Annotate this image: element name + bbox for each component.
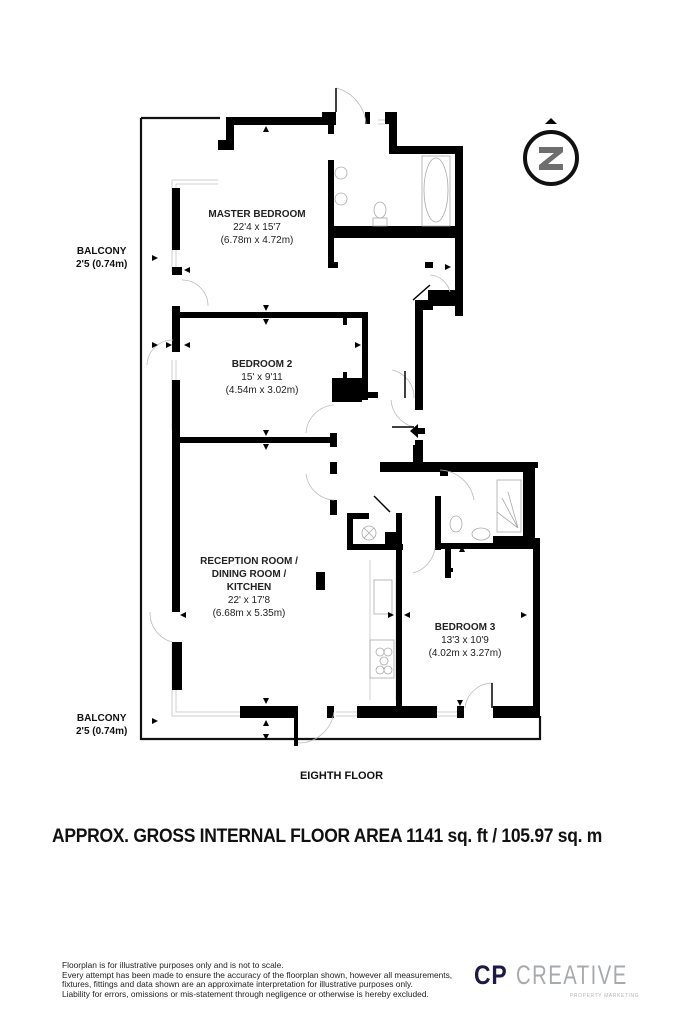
balcony-label-upper: BALCONY 2'5 (0.74m) [74,244,130,272]
room-dimensions-imperial: 15' x 9'11 [241,372,283,383]
entrance-arrow-icon [410,424,425,438]
room-dimensions-metric: (6.78m x 4.72m) [220,235,294,246]
room-name-line: DINING ROOM / [211,569,287,580]
room-dimensions-metric: (6.68m x 5.35m) [212,608,286,619]
room-name-line: RECEPTION ROOM / [200,556,298,567]
balcony-name: BALCONY [76,246,127,257]
room-dimensions-metric: (4.02m x 3.27m) [428,648,502,659]
floor-name: EIGHTH FLOOR [299,770,384,782]
door-swings [146,87,494,744]
logo-primary: CP [474,960,508,990]
disclaimer-line: Floorplan is for illustrative purposes o… [62,960,284,970]
logo-secondary: CREATIVE [516,960,628,990]
room-name-line: KITCHEN [226,582,272,593]
basin-icon [471,527,491,541]
fixtures [334,155,522,679]
balcony-outline [139,116,542,741]
bathtub-icon [423,157,449,223]
disclaimer: Floorplan is for illustrative purposes o… [62,960,482,999]
room-label-bedroom-2: BEDROOM 2 15' x 9'11 (4.54m x 3.02m) [226,358,299,397]
room-label-bedroom-3: BEDROOM 3 13'3 x 10'9 (4.02m x 3.27m) [429,621,502,660]
disclaimer-line: fixtures, fittings and data shown are an… [62,979,413,990]
balcony-name: BALCONY [76,713,127,724]
room-dimensions-imperial: 22'4 x 15'7 [233,222,281,233]
floor-plan-drawing [139,87,542,746]
disclaimer-line: Every attempt has been made to ensure th… [62,969,453,980]
column [316,572,325,590]
room-name: BEDROOM 2 [231,359,293,370]
balcony-label-lower: BALCONY 2'5 (0.74m) [74,711,130,739]
balcony-dimensions: 2'5 (0.74m) [76,259,128,270]
room-name: MASTER BEDROOM [208,209,306,220]
boiler-icon [361,525,377,541]
balcony-dimensions: 2'5 (0.74m) [76,726,128,737]
walls [172,112,540,746]
gross-internal-area: APPROX. GROSS INTERNAL FLOOR AREA 1141 s… [52,826,603,847]
sink-icon [373,579,393,615]
cp-creative-logo: CP CREATIVE PROPERTY MARKETING [474,960,644,1005]
dimension-markers [152,126,527,740]
basin-icon [334,192,348,206]
toilet-icon [373,201,387,219]
room-dimensions-imperial: 13'3 x 10'9 [441,635,489,646]
room-dimensions-imperial: 22' x 17'8 [227,595,271,606]
basin-icon [334,166,348,180]
north-compass-icon [523,118,579,186]
room-dimensions-metric: (4.54m x 3.02m) [225,385,299,396]
hob-icon [375,647,393,675]
room-label-reception: RECEPTION ROOM / DINING ROOM / KITCHEN 2… [200,555,298,620]
toilet-icon [449,515,463,533]
logo-tagline: PROPERTY MARKETING [570,993,640,999]
room-label-master-bedroom: MASTER BEDROOM 22'4 x 15'7 (6.78m x 4.72… [208,208,305,247]
door-leaves [335,88,493,708]
disclaimer-line: Liability for errors, omissions or mis-s… [62,988,429,999]
room-name: BEDROOM 3 [434,622,496,633]
